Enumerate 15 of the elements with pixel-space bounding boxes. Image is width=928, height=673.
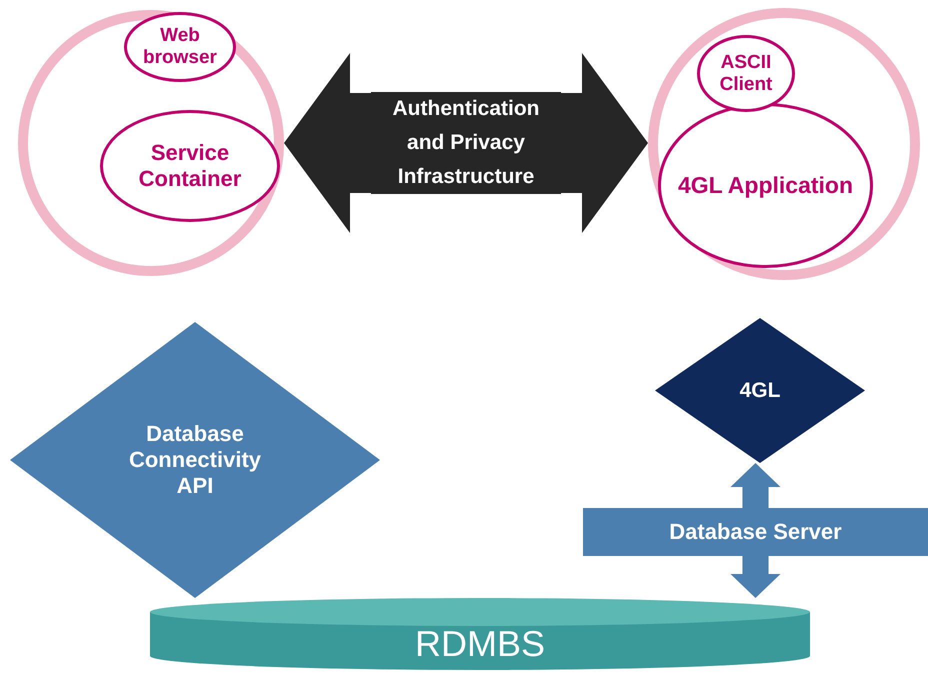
node-label: Database Server bbox=[669, 519, 842, 545]
circle-outline bbox=[18, 10, 284, 276]
circle-outline bbox=[648, 8, 920, 280]
ellipse-node bbox=[697, 35, 795, 112]
node-label: Database Connectivity API bbox=[128, 421, 262, 499]
label-bar bbox=[583, 508, 928, 556]
node-label: RDMBS bbox=[414, 623, 545, 665]
edge-label: Authentication and Privacy Infrastructure bbox=[371, 92, 561, 194]
block-arrow bbox=[730, 556, 780, 598]
block-arrow bbox=[730, 463, 780, 508]
node-label: ASCII Client bbox=[718, 52, 774, 96]
node-label: Service Container bbox=[138, 140, 242, 192]
node-label: 4GL Application bbox=[678, 172, 854, 199]
node-label: Web browser bbox=[142, 25, 218, 69]
node-label: 4GL bbox=[740, 378, 780, 402]
